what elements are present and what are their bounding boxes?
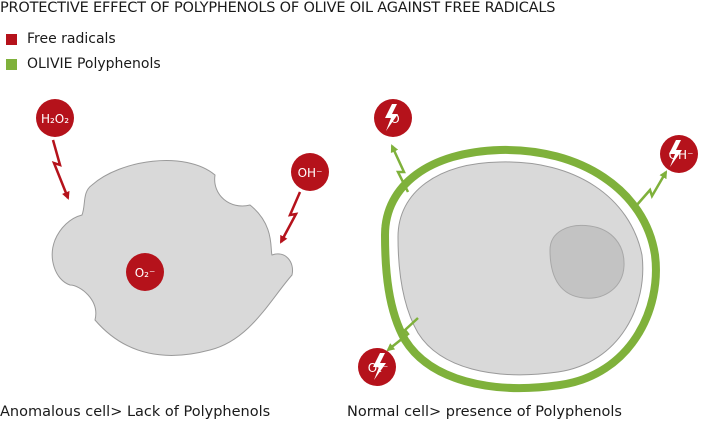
lightning-icon-bottom bbox=[373, 353, 386, 380]
lightning-icon-top bbox=[385, 104, 398, 131]
legend-item-polyphenols: OLIVIE Polyphenols bbox=[6, 56, 161, 72]
caption-normal-cell: Normal cell> presence of Polyphenols bbox=[347, 404, 622, 420]
normal-cell bbox=[397, 161, 644, 376]
anomalous-cell bbox=[51, 160, 294, 356]
arrow-repel-right bbox=[635, 170, 668, 207]
arrow-repel-top bbox=[390, 144, 410, 193]
legend-swatch-free-radicals bbox=[6, 33, 17, 45]
radical-o2-deflected: O₂⁻ bbox=[358, 348, 396, 386]
arrow-h2o2-attack bbox=[51, 139, 70, 200]
diagram-title: PROTECTIVE EFFECT OF POLYPHENOLS OF OLIV… bbox=[0, 0, 556, 16]
radical-o-deflected: O bbox=[374, 99, 412, 137]
radical-oh-left-label: OH⁻ bbox=[298, 166, 323, 180]
radical-oh-deflected: OH⁻ bbox=[660, 135, 698, 173]
lightning-icon-right bbox=[669, 140, 682, 167]
nucleus bbox=[549, 224, 625, 299]
radical-o2-inside-label: O₂⁻ bbox=[135, 266, 156, 280]
caption-anomalous-cell: Anomalous cell> Lack of Polyphenols bbox=[0, 404, 271, 420]
legend-label-free-radicals: Free radicals bbox=[27, 31, 116, 47]
radical-h2o2-label: H₂O₂ bbox=[41, 112, 69, 126]
legend-label-polyphenols: OLIVIE Polyphenols bbox=[27, 56, 161, 72]
radical-o-deflected-label: O bbox=[390, 112, 399, 126]
arrow-repel-bottom bbox=[386, 317, 419, 352]
radical-o2-inside: O₂⁻ bbox=[126, 253, 164, 291]
radical-h2o2: H₂O₂ bbox=[36, 99, 74, 137]
arrow-oh-attack bbox=[279, 191, 302, 244]
legend-swatch-polyphenols bbox=[6, 58, 17, 70]
radical-oh-left: OH⁻ bbox=[291, 153, 329, 191]
legend-item-free-radicals: Free radicals bbox=[6, 31, 116, 47]
